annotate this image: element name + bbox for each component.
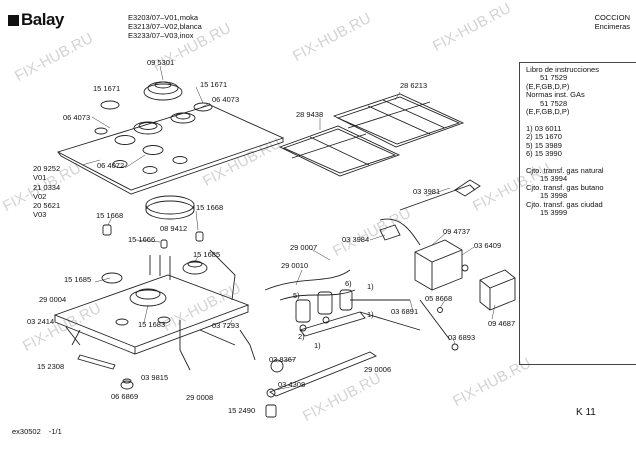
part-label: 29 0008 bbox=[186, 393, 214, 402]
part-label: 28 9438 bbox=[296, 110, 324, 119]
parts-info-line: Cjto. transf. gas natural bbox=[526, 165, 604, 175]
part-label: 09 4687 bbox=[488, 319, 516, 328]
leader-lines bbox=[81, 65, 496, 391]
brand-name: Balay bbox=[21, 10, 64, 29]
parts-info-line: Cjto. transf. gas butano bbox=[526, 182, 604, 192]
base-tray bbox=[53, 274, 250, 355]
part-label: 29 0007 bbox=[290, 243, 318, 252]
part-label: 06 4072 bbox=[97, 161, 125, 170]
hob-top-plate bbox=[56, 104, 285, 195]
note-marker: 6) bbox=[345, 279, 352, 288]
parts-info-line: Normas inst. GAs bbox=[526, 90, 585, 100]
part-label: 15 1683 bbox=[138, 320, 166, 329]
part-label: 20 9252 bbox=[33, 164, 61, 173]
part-label: 03 6409 bbox=[474, 241, 502, 250]
part-label: 09 4737 bbox=[443, 227, 471, 236]
brand-logo: Balay bbox=[8, 10, 64, 30]
parts-info-line: 15 3999 bbox=[540, 207, 568, 217]
parts-info-line: Cjto. transf. gas ciudad bbox=[526, 199, 603, 209]
part-label: 03 2414 bbox=[27, 317, 55, 326]
part-label: 15 1668 bbox=[96, 211, 124, 220]
variant-label: V02 bbox=[33, 192, 47, 201]
part-label: 09 5301 bbox=[147, 58, 175, 67]
footer-page: -1/1 bbox=[48, 427, 62, 436]
sheet-label: K 11 bbox=[576, 407, 596, 418]
note-marker: 1) bbox=[367, 282, 374, 291]
model-list: E3203/07–V01,moka E3213/07–V02,blanca E3… bbox=[128, 13, 202, 40]
variant-label: V03 bbox=[33, 210, 47, 219]
burner-cup bbox=[145, 195, 195, 220]
parts-info-line: 15 3998 bbox=[540, 191, 568, 201]
part-label: 15 1685 bbox=[193, 250, 221, 259]
logo-square-icon bbox=[8, 15, 19, 26]
parts-info-line: (E,F,GB,D,P) bbox=[526, 81, 570, 91]
category-block: COCCION Encimeras bbox=[575, 13, 630, 31]
top-burners bbox=[94, 81, 213, 174]
part-label: 15 1671 bbox=[93, 84, 121, 93]
part-label: 05 8668 bbox=[425, 294, 453, 303]
note-marker: 1) bbox=[367, 310, 374, 319]
subcategory: Encimeras bbox=[594, 22, 630, 31]
parts-info-line: (E,F,GB,D,P) bbox=[526, 107, 570, 117]
part-label: 03 9815 bbox=[141, 373, 169, 382]
part-label: 15 1671 bbox=[200, 80, 228, 89]
part-label: 03 4308 bbox=[278, 380, 306, 389]
part-label: 29 0004 bbox=[39, 295, 67, 304]
part-label: 03 7293 bbox=[212, 321, 240, 330]
note-marker: 2) bbox=[298, 332, 305, 341]
part-label: 03 3984 bbox=[342, 235, 370, 244]
part-label: 06 6869 bbox=[111, 392, 139, 401]
document-code: ex30502 -1/1 bbox=[12, 428, 62, 436]
parts-info-line: Libro de instrucciones bbox=[526, 65, 599, 74]
parts-info-line: 2) 15 1670 bbox=[526, 132, 562, 142]
part-label: 03 6893 bbox=[448, 333, 476, 342]
model-line: E3203/07–V01,moka bbox=[128, 13, 199, 22]
model-line: E3233/07–V03,inox bbox=[128, 31, 194, 40]
part-label: 08 9412 bbox=[160, 224, 188, 233]
note-marker: 5) bbox=[293, 291, 300, 300]
part-label: 15 1668 bbox=[196, 203, 224, 212]
parts-info-line: 6) 15 3990 bbox=[526, 149, 562, 159]
part-label: 28 6213 bbox=[400, 81, 428, 90]
model-line: E3213/07–V02,blanca bbox=[128, 22, 202, 31]
ignition-box bbox=[414, 239, 516, 311]
part-label: 15 2490 bbox=[228, 406, 256, 415]
part-label: 29 0010 bbox=[281, 261, 309, 270]
part-label: 06 4073 bbox=[212, 95, 240, 104]
parts-info-line: 5) 15 3989 bbox=[526, 140, 562, 150]
part-label: 03 3981 bbox=[413, 187, 441, 196]
part-label: 06 4073 bbox=[63, 113, 91, 122]
parts-info-line: 51 7529 bbox=[540, 73, 568, 83]
parts-info-line: 1) 03 6011 bbox=[526, 123, 562, 133]
cooktop-assembly bbox=[53, 81, 516, 418]
gas-taps bbox=[295, 289, 353, 332]
part-label: 21 0334 bbox=[33, 183, 61, 192]
part-label: 15 1666 bbox=[128, 235, 156, 244]
note-marker: 1) bbox=[314, 341, 321, 350]
part-label: 15 1685 bbox=[64, 275, 92, 284]
parts-info-line: 15 3994 bbox=[540, 174, 568, 184]
variant-label: V01 bbox=[33, 173, 47, 182]
part-label: 29 0006 bbox=[364, 365, 392, 374]
part-label: 20 5621 bbox=[33, 201, 61, 210]
category: COCCION bbox=[594, 13, 630, 22]
pan-support-right bbox=[332, 93, 465, 148]
part-label: 03 8367 bbox=[269, 355, 297, 364]
parts-info-line: 51 7528 bbox=[540, 98, 568, 108]
part-label: 15 2308 bbox=[37, 362, 65, 371]
footer-code: ex30502 bbox=[12, 427, 41, 436]
pan-support-left bbox=[278, 125, 401, 177]
part-label: 03 6891 bbox=[391, 307, 419, 316]
